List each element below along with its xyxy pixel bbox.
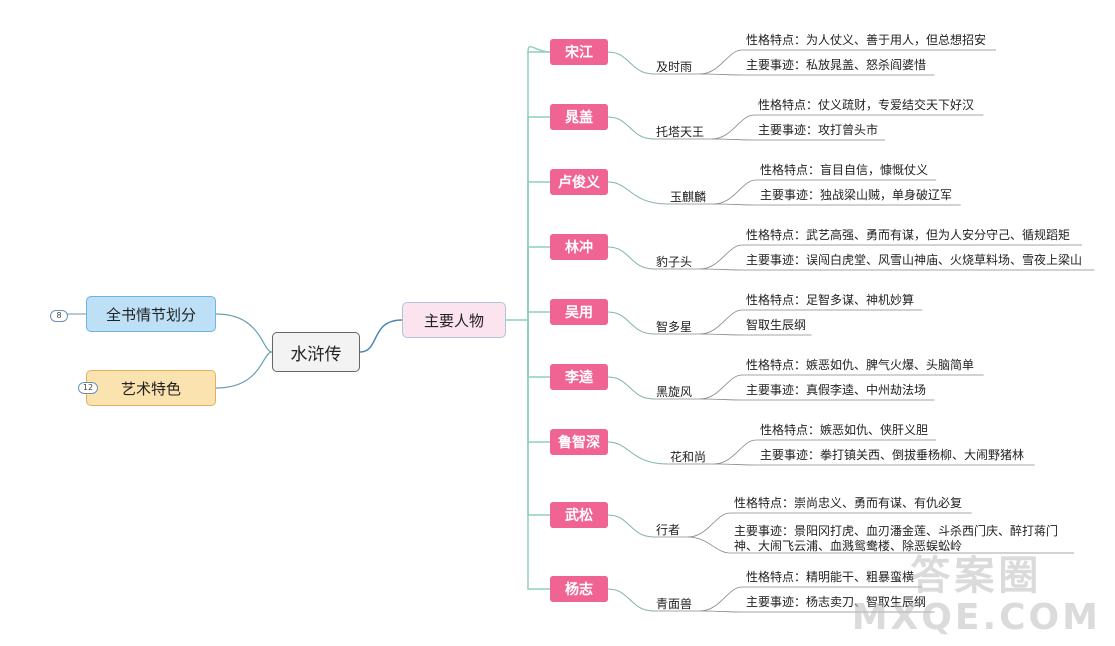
character-nickname[interactable]: 托塔天王 — [656, 125, 705, 139]
trait-text[interactable]: 性格特点：精明能干、粗暴蛮横 — [746, 570, 915, 584]
character-nickname[interactable]: 豹子头 — [656, 255, 693, 269]
connector-line — [527, 45, 551, 53]
connector-line — [527, 116, 550, 320]
connector-line — [687, 512, 731, 538]
character-nickname[interactable]: 玉麒麟 — [670, 190, 707, 204]
connector-line — [607, 116, 655, 140]
watermark-logo: 答案圈 MXQE.COM — [851, 553, 1101, 638]
deeds-text[interactable]: 主要事迹：私放晁盖、怒杀阎婆惜 — [746, 58, 927, 72]
character-node[interactable]: 晁盖 — [550, 104, 608, 130]
connector-line — [713, 203, 757, 206]
center-topic[interactable]: 水浒传 — [272, 332, 360, 372]
connector-line — [699, 333, 743, 336]
character-node[interactable]: 李逵 — [550, 364, 608, 390]
deeds-text[interactable]: 主要事迹：杨志卖刀、智取生辰纲 — [746, 595, 927, 609]
trait-text[interactable]: 性格特点：为人仗义、善于用人，但总想招安 — [746, 33, 987, 47]
character-node[interactable]: 杨志 — [550, 576, 608, 602]
character-nickname[interactable]: 及时雨 — [656, 60, 693, 74]
character-node[interactable]: 宋江 — [550, 39, 608, 65]
trait-text[interactable]: 性格特点：盲目自信，慷慨仗义 — [760, 163, 929, 177]
connector-line — [607, 51, 655, 75]
trait-text[interactable]: 性格特点：嫉恶如仇、侠肝义胆 — [760, 423, 929, 437]
character-nickname[interactable]: 花和尚 — [670, 450, 707, 464]
character-nickname[interactable]: 智多星 — [656, 320, 693, 334]
connector-line — [527, 320, 550, 590]
connector-line — [699, 398, 743, 401]
character-node[interactable]: 林冲 — [550, 234, 608, 260]
branch-plot-division[interactable]: 全书情节划分 — [86, 296, 216, 332]
character-node[interactable]: 鲁智深 — [550, 429, 608, 455]
connector-line — [527, 320, 550, 516]
trait-text[interactable]: 性格特点：武艺高强、勇而有谋，但为人安分守己、循规蹈矩 — [746, 228, 1071, 242]
connector-line — [699, 268, 743, 271]
connector-line — [215, 351, 273, 389]
trait-text[interactable]: 性格特点：仗义疏财，专爱结交天下好汉 — [758, 98, 975, 112]
connector-line — [699, 49, 743, 75]
connector-line — [713, 179, 757, 205]
connector-line — [607, 441, 669, 465]
connector-line — [687, 536, 731, 554]
connector-line — [699, 244, 743, 270]
deeds-text[interactable]: 主要事迹：真假李逵、中州劫法场 — [746, 383, 927, 397]
character-nickname[interactable]: 黑旋风 — [656, 385, 693, 399]
connector-line — [699, 374, 743, 400]
character-node[interactable]: 卢俊义 — [550, 169, 608, 195]
connector-line — [699, 610, 743, 613]
connector-line — [527, 181, 551, 320]
connector-line — [607, 588, 655, 612]
deeds-text[interactable]: 主要事迹：拳打镇关西、倒拔垂杨柳、大闹野猪林 — [760, 448, 1025, 462]
deeds-text[interactable]: 主要事迹：攻打曾头市 — [758, 123, 879, 137]
trait-text[interactable]: 性格特点：嫉恶如仇、脾气火爆、头脑简单 — [746, 358, 975, 372]
collapsed-count-badge[interactable]: 8 — [50, 310, 68, 322]
connector-line — [215, 313, 273, 353]
connector-line — [699, 309, 743, 335]
deeds-text[interactable]: 主要事迹：独战梁山贼，单身破辽军 — [760, 188, 953, 202]
deeds-text[interactable]: 主要事迹：景阳冈打虎、血刃潘金莲、斗杀西门庆、醉打蒋门神、大闹飞云浦、血溅鸳鸯楼… — [734, 524, 1059, 553]
trait-text[interactable]: 性格特点：足智多谋、神机妙算 — [746, 293, 915, 307]
character-nickname[interactable]: 青面兽 — [656, 597, 693, 611]
character-node[interactable]: 武松 — [550, 502, 608, 528]
connector-line — [527, 320, 550, 443]
connector-line — [607, 311, 655, 335]
connector-line — [527, 320, 550, 378]
connector-line — [607, 514, 655, 538]
connector-line — [699, 73, 743, 76]
connector-line — [711, 138, 755, 141]
collapsed-count-badge[interactable]: 12 — [78, 382, 98, 394]
character-nickname[interactable]: 行者 — [656, 523, 681, 537]
character-node[interactable]: 吴用 — [550, 299, 608, 325]
connector-line — [713, 463, 757, 466]
connector-line — [713, 439, 757, 465]
trait-text[interactable]: 性格特点：崇尚忠义、勇而有谋、有仇必复 — [734, 496, 963, 510]
connector-line — [699, 586, 743, 612]
connector-line — [527, 311, 550, 320]
connector-line — [607, 181, 669, 205]
deeds-text[interactable]: 智取生辰纲 — [746, 318, 807, 332]
connector-line — [711, 114, 755, 140]
connector-line — [359, 319, 403, 353]
connector-line — [527, 51, 550, 320]
connector-line — [527, 246, 550, 320]
deeds-text[interactable]: 主要事迹：误闯白虎堂、风雪山神庙、火烧草料场、雪夜上梁山 — [746, 253, 1083, 267]
branch-main-characters[interactable]: 主要人物 — [402, 302, 506, 338]
branch-art-features[interactable]: 艺术特色 — [86, 370, 216, 406]
connector-line — [607, 376, 655, 400]
connector-line — [607, 246, 655, 270]
